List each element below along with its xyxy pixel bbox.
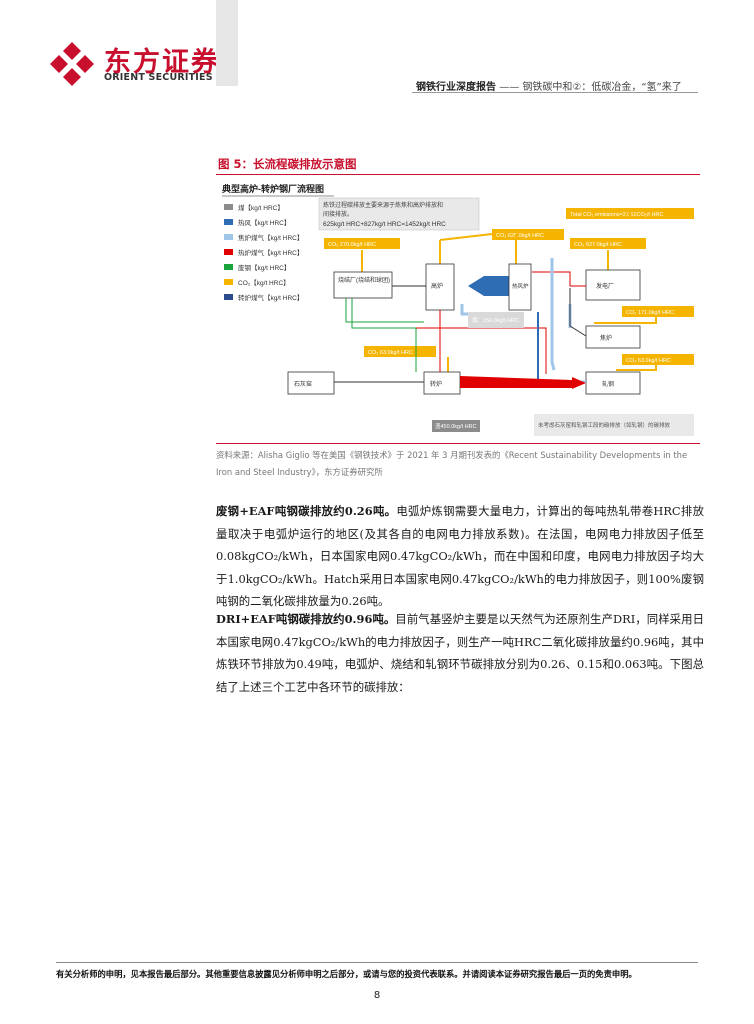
header-rule — [412, 92, 698, 93]
node-bof-label: 转炉 — [430, 380, 442, 388]
node-limestone-kiln — [287, 371, 335, 395]
co2-bf-label — [492, 229, 564, 240]
page-number: 8 — [373, 990, 381, 1001]
coal-flow-text: 煤：156.0kg/t HRC — [472, 316, 519, 324]
legend-label: 废钢【kg/t HRC】 — [238, 263, 290, 272]
co2-stove-text: CO₂ 627.0kg/t HRC — [574, 242, 622, 248]
paragraph-scrap-eaf: 废钢+EAF吨钢碳排放约0.26吨。电弧炉炼钢需要大量电力，计算出的每吨热轧带卷… — [216, 500, 704, 613]
co2-power-label — [622, 306, 694, 317]
co2-power-text: CO₂ 171.0kg/t HRC — [626, 310, 674, 316]
co2-bf-text: CO₂ 625.0kg/t HRC — [496, 233, 544, 239]
co2-bof-label — [364, 346, 436, 357]
report-title: —— 钢铁碳中和②：低碳冶金，“氢”来了 — [499, 82, 682, 93]
paragraph-dri-eaf: DRI+EAF吨钢碳排放约0.96吨。目前气基竖炉主要是以天然气为还原剂生产DR… — [216, 608, 704, 698]
node-bf-label: 高炉 — [431, 282, 443, 290]
node-coke-label: 焦炉 — [600, 334, 612, 342]
node-power-plant — [585, 269, 641, 301]
co2-total-text: Total CO₂ emissions=2,051CO₂/t HRC — [570, 212, 663, 218]
legend-label: 转炉煤气【kg/t HRC】 — [238, 293, 303, 302]
note-line: 间接排放。 — [323, 210, 353, 218]
slag-flow-label — [432, 420, 480, 432]
report-header: 钢铁行业深度报告 —— 钢铁碳中和②：低碳冶金，“氢”来了 — [416, 78, 682, 93]
node-limestone-label: 石灰窑 — [294, 380, 312, 388]
diagram-title: 典型高炉-转炉钢厂流程图 — [222, 183, 324, 194]
legend-swatch-bof-gas — [224, 294, 233, 300]
note-line: 炼铁过程碳排放主要来源于炼焦和高炉排放和 — [323, 201, 443, 209]
node-stove-label: 热风炉 — [512, 282, 529, 290]
figure-source: 资料来源：Alisha Giglio 等在美国《钢铁技术》于 2021 年 3 … — [216, 450, 688, 477]
co2-sinter-label — [324, 238, 400, 249]
legend-label: 焦炉煤气【kg/t HRC】 — [238, 233, 303, 242]
legend: 煤【kg/t HRC】 热风【kg/t HRC】 焦炉煤气【kg/t HRC】 … — [224, 203, 303, 302]
legend-label: 煤【kg/t HRC】 — [238, 203, 284, 212]
header-grey-bar — [216, 0, 238, 86]
node-sinter-label: 烧结厂(烧结和球团) — [338, 276, 390, 284]
footer-disclaimer: 有关分析师的申明，见本报告最后部分。其他重要信息披露见分析师申明之后部分，或请与… — [56, 969, 637, 979]
hot-blast-arrow — [468, 276, 512, 296]
paragraph-lead: 废钢+EAF吨钢碳排放约0.26吨。 — [216, 504, 397, 518]
process-flow-diagram: 典型高炉-转炉钢厂流程图 煤【kg/t HRC】 热风【kg/t HRC】 焦炉… — [222, 183, 694, 436]
note-box — [318, 197, 480, 231]
figure-title: 图 5：长流程碳排放示意图 — [218, 157, 357, 171]
note-line: 625kg/t HRC+827kg/t HRC=1452kg/t HRC — [323, 221, 446, 228]
co2-stove-label — [570, 238, 646, 249]
logo-chinese-name: 东方证券 — [104, 47, 220, 78]
node-stove — [508, 263, 532, 311]
legend-swatch-coal — [224, 204, 233, 210]
co2-rolling-label — [622, 354, 694, 365]
legend-label: 热炉煤气【kg/t HRC】 — [238, 248, 303, 257]
legend-swatch-co2 — [224, 279, 233, 285]
legend-swatch-furnace-gas — [224, 249, 233, 255]
figure-top-rule — [216, 174, 700, 175]
footnote-box — [534, 414, 694, 436]
legend-swatch-hot-blast — [224, 219, 233, 225]
node-coke-oven — [585, 325, 641, 349]
co2-bof-text: CO₂ 63.0kg/t HRC — [368, 350, 413, 356]
legend-label: 热风【kg/t HRC】 — [238, 218, 290, 227]
legend-label: CO₂【kg/t HRC】 — [238, 279, 290, 287]
footer-rule — [56, 962, 698, 963]
paragraph-lead: DRI+EAF吨钢碳排放约0.96吨。 — [216, 612, 396, 626]
furnace-gas-flow — [460, 376, 572, 388]
coal-flow-label — [468, 312, 524, 328]
node-blast-furnace — [425, 263, 455, 311]
co2-sinter-text: CO₂ 270.0kg/t HRC — [328, 242, 376, 248]
footnote-text: 未考虑石灰窑和轧钢工段的碳排放（如轧钢）的碳排放 — [538, 421, 671, 429]
report-type: 钢铁行业深度报告 — [416, 82, 496, 93]
legend-swatch-coke-gas — [224, 234, 233, 240]
paragraph-text: 电弧炉炼钢需要大量电力，计算出的每吨热轧带卷HRC排放量取决于电弧炉运行的地区(… — [216, 504, 704, 608]
orient-securities-logo-icon — [50, 42, 94, 86]
co2-rolling-text: CO₂ 63.0kg/t HRC — [626, 358, 671, 364]
node-sinter — [333, 271, 393, 299]
paragraph-text: 目前气基竖炉主要是以天然气为还原剂生产DRI，同样采用日本国家电网0.47kgC… — [216, 612, 704, 694]
legend-swatch-scrap — [224, 264, 233, 270]
logo-english-name: ORIENT SECURITIES — [104, 72, 213, 83]
node-power-label: 发电厂 — [596, 282, 614, 290]
node-rolling-label: 轧钢 — [602, 380, 614, 388]
figure-bottom-rule — [216, 443, 700, 444]
slag-flow-text: 渣450.0kg/t HRC — [435, 422, 477, 430]
